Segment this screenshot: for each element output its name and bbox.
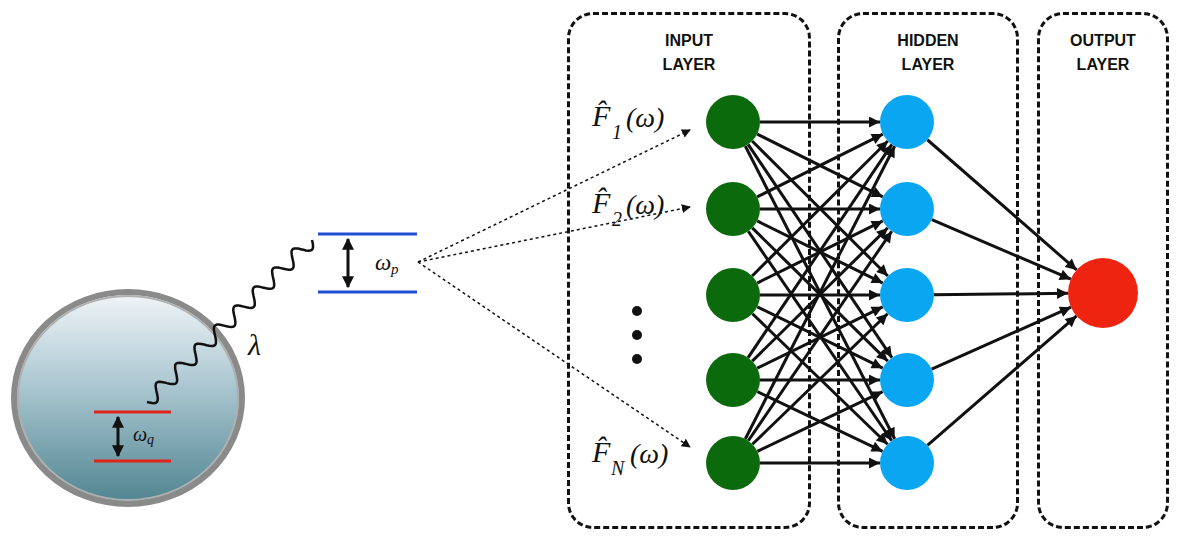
input-neuron — [706, 182, 760, 236]
input-symbol: F̂ — [592, 101, 610, 131]
probe-subscript: p — [391, 262, 399, 277]
synapse-arrow — [760, 294, 880, 297]
probe-level — [318, 291, 417, 294]
synapse-arrow — [748, 231, 891, 440]
input-symbol: F̂ — [592, 188, 610, 218]
input-argument: (ω) — [626, 104, 664, 132]
ellipsis-dot — [632, 354, 642, 364]
synapse-arrow — [757, 307, 882, 368]
synapse-arrow — [752, 141, 888, 276]
hidden-neuron — [880, 436, 934, 490]
synapse-arrow — [760, 208, 880, 211]
hidden-neuron — [880, 353, 934, 407]
probe-frequency: ω — [375, 251, 391, 274]
synapse-arrow — [745, 146, 894, 439]
synapse-arrow — [757, 392, 882, 452]
synapse-arrow — [752, 314, 887, 444]
synapse-arrow — [757, 221, 883, 283]
input-neuron — [706, 95, 760, 149]
synapse-arrow — [760, 462, 880, 465]
synapse-arrow — [757, 134, 883, 197]
synapse-arrow — [932, 220, 1071, 280]
hidden-layer-box: HIDDEN LAYER — [837, 12, 1019, 529]
qubit-subscript: q — [147, 433, 154, 447]
probe-gap-arrow — [347, 239, 350, 287]
synapse-arrow — [927, 316, 1076, 445]
synapse-arrow — [760, 379, 880, 382]
qubit-frequency: ω — [133, 424, 147, 444]
input-neuron — [706, 268, 760, 322]
synapse-arrow — [757, 307, 882, 368]
input-index: 2 — [612, 209, 622, 229]
layer-title: OUTPUT LAYER — [1061, 29, 1145, 77]
layer-title: INPUT LAYER — [647, 29, 731, 77]
ellipsis-dot — [632, 330, 642, 340]
probe-level — [318, 233, 417, 236]
synapse-arrow — [748, 231, 891, 440]
input-neuron — [706, 353, 760, 407]
synapse-arrow — [752, 141, 888, 276]
coupling-symbol: λ — [248, 330, 261, 360]
synapse-arrow — [757, 134, 883, 197]
input-index: N — [611, 458, 624, 478]
synapse-arrow — [932, 307, 1071, 369]
qubit-level — [94, 411, 171, 414]
output-layer-box: OUTPUT LAYER — [1037, 12, 1169, 529]
synapse-arrow — [752, 228, 887, 361]
synapse-arrow — [757, 221, 883, 283]
synapse-arrow — [752, 228, 887, 361]
synapse-arrow — [752, 314, 887, 444]
input-neuron — [706, 436, 760, 490]
hidden-neuron — [880, 268, 934, 322]
qubit-gap-arrow — [117, 417, 120, 456]
input-argument: (ω) — [630, 440, 668, 468]
synapse-arrow — [748, 144, 892, 357]
leader-line — [418, 262, 690, 447]
synapse-arrow — [760, 121, 880, 124]
sphere-rim — [18, 296, 238, 500]
synapse-arrow — [745, 146, 894, 439]
synapse-arrow — [934, 293, 1068, 294]
qubit-level — [94, 460, 171, 463]
hidden-neuron — [880, 95, 934, 149]
input-index: 1 — [612, 122, 622, 142]
input-symbol: F̂ — [592, 437, 610, 467]
synapse-arrow — [927, 140, 1076, 270]
quantum-system-sphere — [14, 292, 242, 504]
coupling-wave — [147, 240, 313, 403]
output-neuron — [1068, 258, 1138, 328]
layer-title: HIDDEN LAYER — [886, 29, 970, 77]
hidden-neuron — [880, 182, 934, 236]
input-argument: (ω) — [626, 191, 664, 219]
ellipsis-dot — [632, 306, 642, 316]
synapse-arrow — [748, 144, 892, 357]
leader-line — [418, 130, 690, 262]
synapse-arrow — [757, 392, 882, 452]
